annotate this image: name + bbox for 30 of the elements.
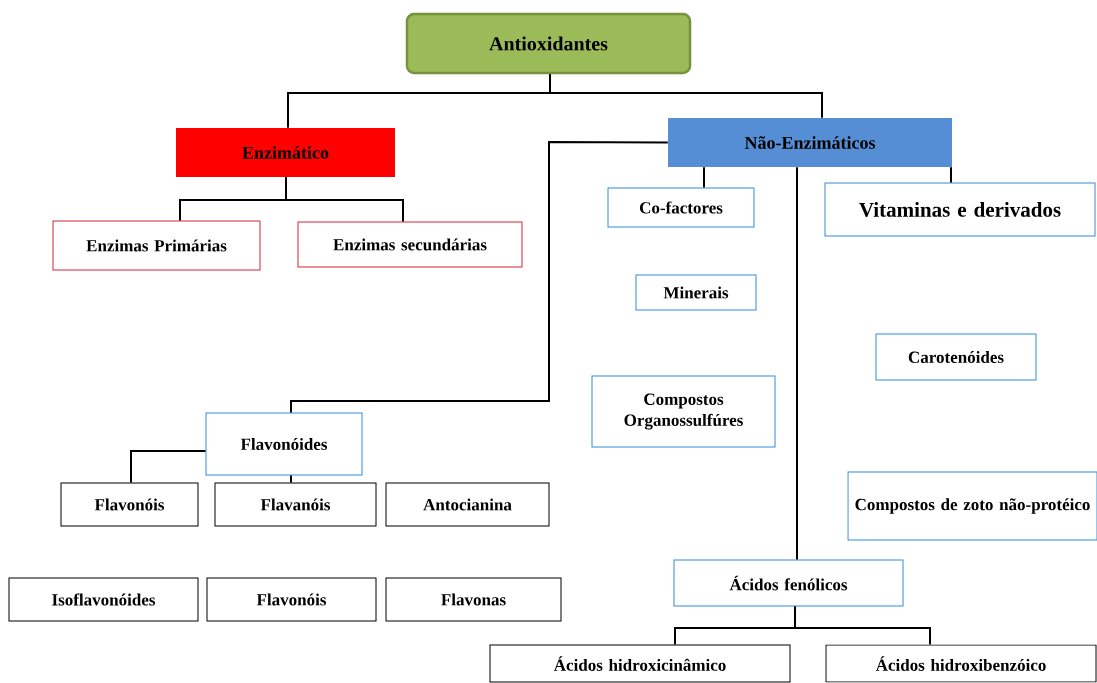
subclass-box: Flavanóis xyxy=(214,482,377,527)
connector xyxy=(290,141,669,414)
connector xyxy=(703,166,705,189)
connector xyxy=(130,450,207,484)
subclass-box: Ácidos hidroxibenzóico xyxy=(825,644,1097,683)
connector xyxy=(549,73,823,119)
class-box: Ácidos fenólicos xyxy=(673,559,904,607)
subclass-box: Flavonas xyxy=(385,577,562,622)
title-box: Antioxidantes xyxy=(405,12,692,75)
class-box: Flavonóides xyxy=(205,412,363,476)
subclass-box: Antocianina xyxy=(385,482,550,527)
subclass-box: Flavonóis xyxy=(60,482,199,527)
class-box: Enzimas secundárias xyxy=(297,221,523,268)
class-box: Carotenóides xyxy=(875,333,1037,381)
connector xyxy=(796,166,798,561)
subclass-box: Ácidos hidroxicinâmico xyxy=(489,644,791,683)
class-box: Co-factores xyxy=(607,187,755,228)
connector xyxy=(794,605,931,646)
category-box: Não-Enzimáticos xyxy=(668,118,952,167)
class-box: Minerais xyxy=(635,274,757,311)
subclass-box: Isoflavonóides xyxy=(8,577,199,622)
connector xyxy=(285,176,404,223)
class-box: Vitaminas e derivados xyxy=(824,182,1096,237)
connector xyxy=(950,166,952,184)
connector xyxy=(290,474,292,484)
class-box: Compostos de zoto não-protéico xyxy=(847,471,1097,541)
category-box: Enzimático xyxy=(176,128,395,177)
class-box: Compostos Organossulfúres xyxy=(591,375,776,448)
subclass-box: Flavonóis xyxy=(206,577,377,622)
class-box: Enzimas Primárias xyxy=(52,220,261,271)
